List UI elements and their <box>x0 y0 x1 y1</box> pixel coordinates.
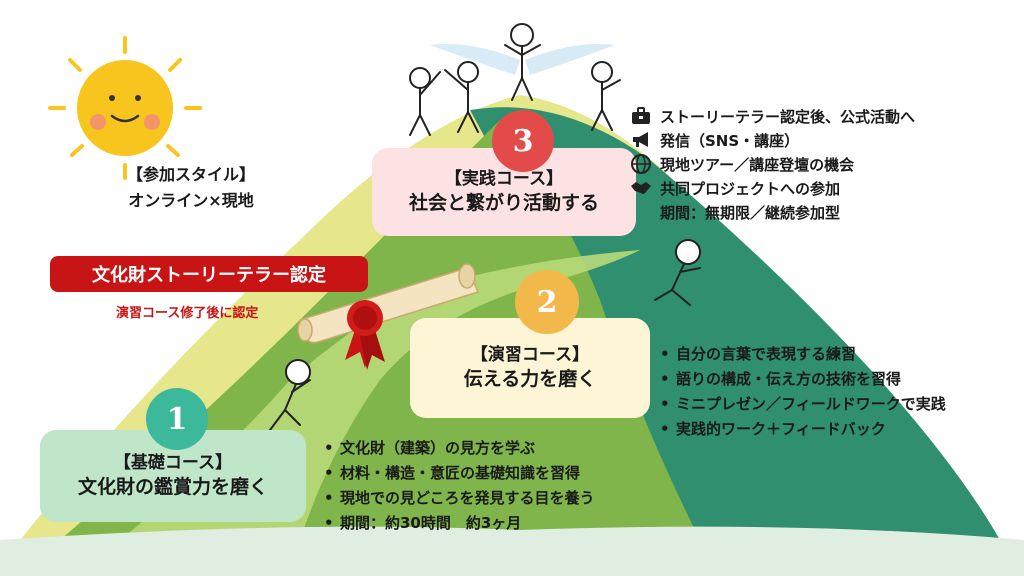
course-1-subtitle: 文化財の鑑賞力を磨く <box>77 475 268 498</box>
certification-note: 演習コース修了後に認定 <box>116 306 259 321</box>
list-item: ミニプレゼン／フィールドワークで実践 <box>658 392 946 417</box>
briefcase-icon <box>630 105 652 127</box>
list-item: 材料・構造・意匠の基礎知識を習得 <box>322 461 595 486</box>
list-item: 発信（SNS・講座） <box>630 128 915 152</box>
course-2-items: 自分の言葉で表現する練習 語りの構成・伝え方の技術を習得 ミニプレゼン／フィール… <box>658 342 946 442</box>
list-item: 文化財（建築）の見方を学ぶ <box>322 436 595 461</box>
list-item: 語りの構成・伝え方の技術を習得 <box>658 367 946 392</box>
list-item: ストーリーテラー認定後、公式活動へ <box>630 104 915 128</box>
sun-icon <box>48 36 202 180</box>
megaphone-icon <box>630 129 652 151</box>
course-2-number-badge: 2 <box>515 270 579 334</box>
list-item: 共同プロジェクトへの参加 <box>630 176 915 200</box>
list-item: 期間：約30時間 約3ヶ月 <box>322 511 595 536</box>
list-item: 実践的ワーク＋フィードバック <box>658 417 946 442</box>
participation-style-heading: 【参加スタイル】 <box>126 165 255 184</box>
certificate-scroll-icon <box>297 263 480 370</box>
course-2-box: 【演習コース】 伝える力を磨く <box>410 318 650 418</box>
wings-decoration <box>430 44 615 75</box>
stick-figures <box>269 23 701 431</box>
course-1-number-badge: 1 <box>146 388 208 450</box>
list-item: 期間：無期限／継続参加型 <box>630 200 915 224</box>
course-3-items: ストーリーテラー認定後、公式活動へ 発信（SNS・講座） 現地ツアー／講座登壇の… <box>630 104 915 224</box>
blank-icon <box>630 201 652 223</box>
certification-title: 文化財ストーリーテラー認定 <box>92 265 326 286</box>
list-item: 自分の言葉で表現する練習 <box>658 342 946 367</box>
course-2-title: 【演習コース】 <box>470 344 590 365</box>
list-item: 現地での見どころを発見する目を養う <box>322 486 595 511</box>
certification-banner: 文化財ストーリーテラー認定 <box>50 256 368 292</box>
course-1-title: 【基礎コース】 <box>113 452 233 473</box>
handshake-icon <box>630 177 652 199</box>
globe-icon <box>630 153 652 175</box>
course-2-subtitle: 伝える力を磨く <box>463 367 597 390</box>
participation-style-value: オンライン×現地 <box>128 191 254 210</box>
list-item: 現地ツアー／講座登壇の機会 <box>630 152 915 176</box>
course-3-subtitle: 社会と繋がり活動する <box>408 191 599 214</box>
course-1-number: 1 <box>166 401 188 437</box>
course-3-title: 【実践コース】 <box>444 168 564 189</box>
course-3-number-badge: 3 <box>492 110 554 172</box>
course-3-number: 3 <box>512 123 534 159</box>
mountain-base <box>0 526 1024 576</box>
participation-style: 【参加スタイル】 オンライン×現地 <box>96 162 286 214</box>
course-2-number: 2 <box>536 284 558 320</box>
course-1-items: 文化財（建築）の見方を学ぶ 材料・構造・意匠の基礎知識を習得 現地での見どころを… <box>322 436 595 536</box>
